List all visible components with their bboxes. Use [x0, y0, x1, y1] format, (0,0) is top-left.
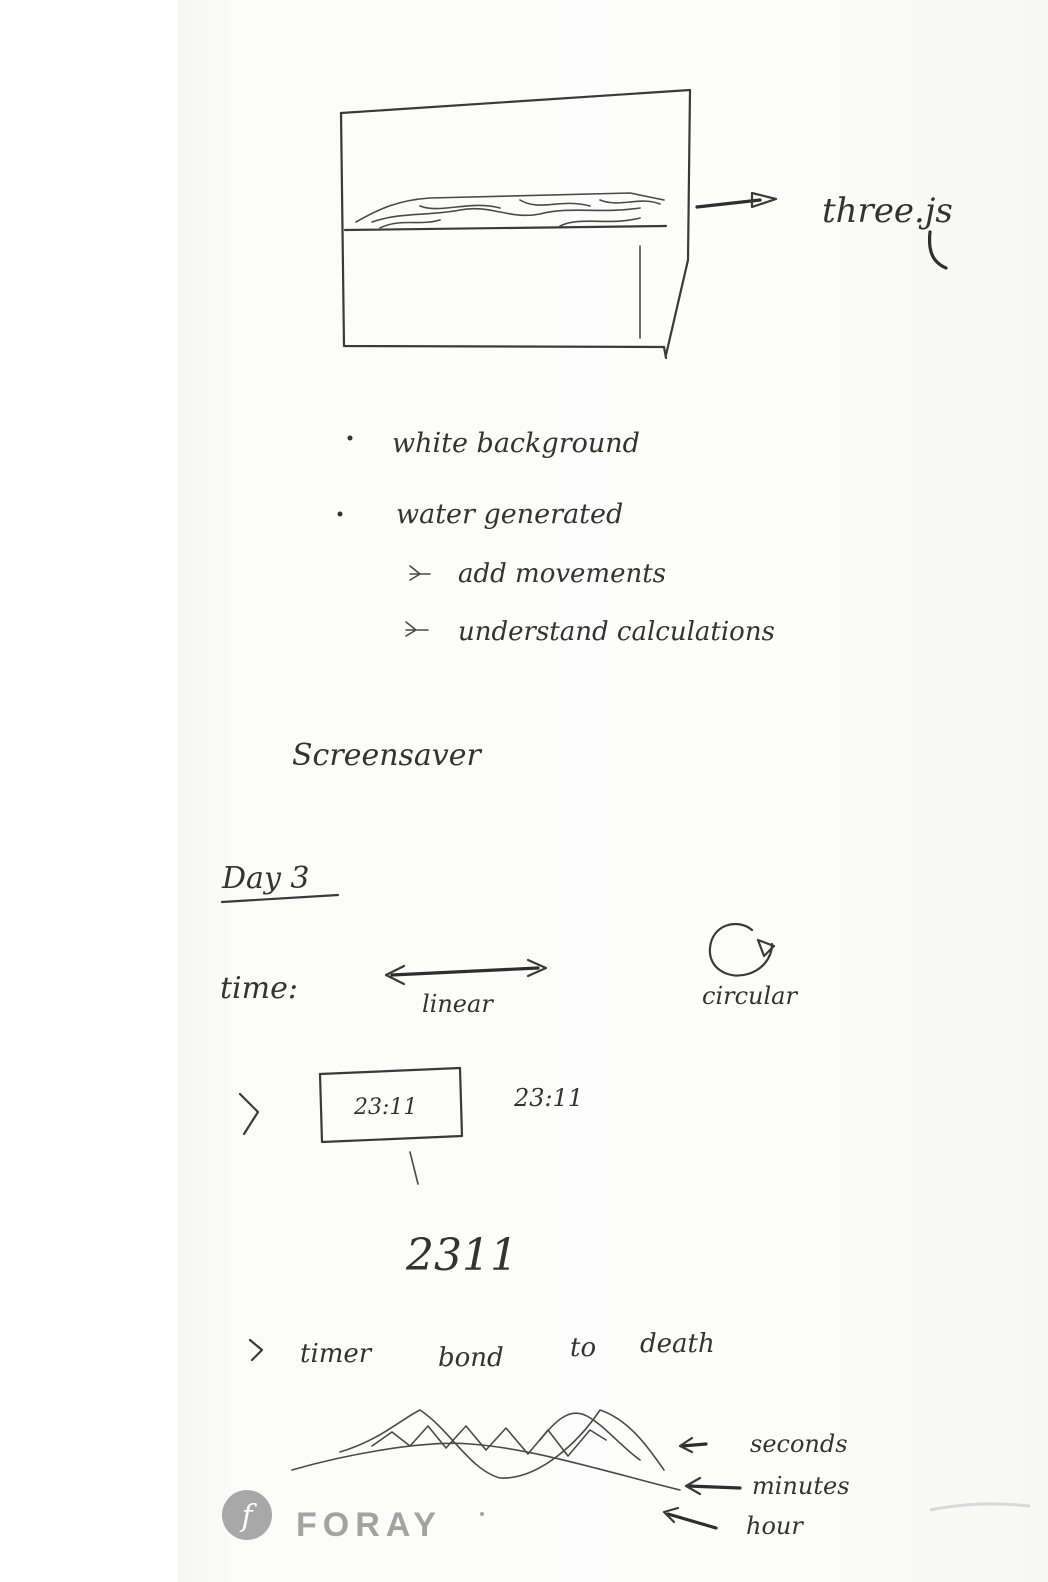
threejs-arrow-icon	[695, 191, 778, 209]
clock-display-box	[318, 1066, 464, 1185]
waves-drawing	[291, 1409, 681, 1491]
timer-word: death	[640, 1329, 715, 1359]
circular-label: circular	[702, 982, 798, 1010]
arrow-icon	[409, 565, 431, 581]
timer-word: timer	[300, 1339, 373, 1369]
notes-list: white background water generated add mov…	[337, 428, 775, 647]
threejs-label: three.js	[822, 191, 953, 231]
water-box-drawing	[339, 88, 692, 360]
legend-arrow-icon	[680, 1442, 708, 1448]
smudge-mark	[929, 1502, 1031, 1512]
threejs-tail-stroke	[927, 230, 948, 270]
circular-arrow-icon	[708, 922, 776, 977]
linear-label: linear	[422, 990, 494, 1018]
legend-arrowhead-icon	[684, 1476, 702, 1496]
foray-logo-icon	[222, 1490, 272, 1540]
day-heading-underline	[220, 893, 340, 904]
plain-time: 23:11	[513, 1084, 583, 1112]
timer-word: bond	[438, 1343, 504, 1373]
linear-arrow-icon	[384, 958, 548, 986]
chevron-right-icon	[238, 1092, 260, 1136]
waves-legend: seconds minutes hour	[662, 1430, 850, 1540]
stacked-time: 2311	[405, 1230, 518, 1281]
legend-arrowhead-icon	[678, 1436, 694, 1454]
foray-logo: f FORAY	[222, 1490, 484, 1544]
note-item: water generated	[396, 499, 623, 530]
timer-line: timer bond to death	[300, 1329, 715, 1373]
note-item: white background	[392, 428, 640, 459]
chevron-right-icon	[248, 1338, 264, 1362]
boxed-time: 23:11	[353, 1095, 417, 1120]
foray-logo-text: FORAY	[296, 1506, 442, 1544]
notebook-page	[178, 0, 1048, 1582]
legend-item: seconds	[750, 1430, 848, 1458]
trademark-dot	[480, 1512, 484, 1516]
legend-item: minutes	[752, 1472, 850, 1500]
legend-arrowhead-icon	[662, 1506, 680, 1524]
legend-item: hour	[746, 1512, 804, 1540]
legend-arrow-icon	[666, 1512, 718, 1530]
bullet-icon	[337, 511, 343, 517]
note-item: add movements	[458, 559, 666, 589]
legend-arrow-icon	[686, 1484, 742, 1490]
timer-word: to	[570, 1333, 596, 1363]
day-heading: Day 3	[221, 861, 310, 896]
screensaver-label: Screensaver	[292, 738, 483, 773]
note-item: understand calculations	[458, 617, 775, 647]
arrow-icon	[405, 621, 429, 637]
time-label: time:	[220, 971, 298, 1006]
bullet-icon	[347, 435, 353, 441]
